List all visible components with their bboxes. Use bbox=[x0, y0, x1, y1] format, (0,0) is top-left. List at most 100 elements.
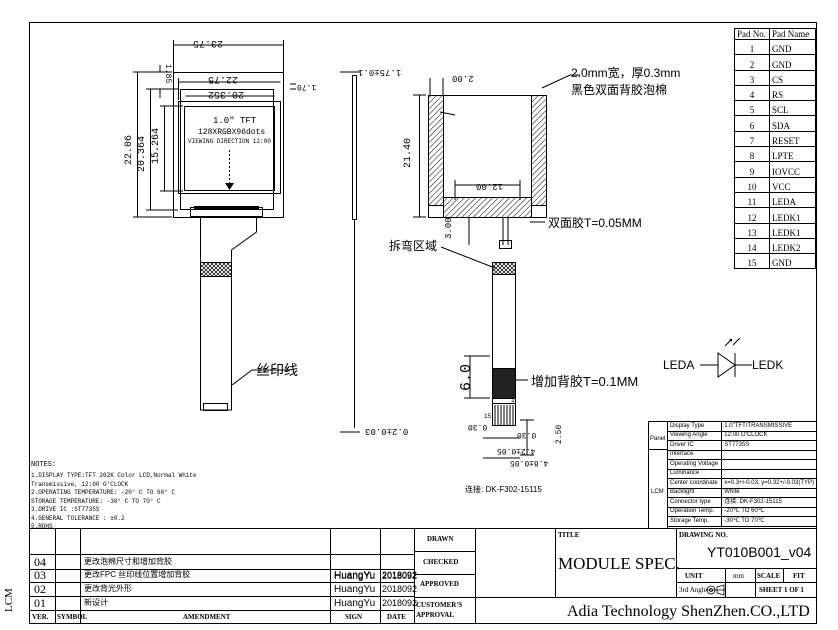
pad-no-header: Pad No. bbox=[734, 28, 770, 40]
spec-value bbox=[721, 459, 817, 470]
revision-desc: 新设计 bbox=[84, 598, 108, 607]
dim-inner-width: 12.00 bbox=[476, 181, 504, 191]
spec-row: Storage Temp.-30℃ TO 70℃ bbox=[666, 516, 817, 527]
foam-right bbox=[531, 95, 547, 206]
scale-label: SCALE bbox=[757, 572, 781, 580]
spec-value: -20℃ TO 60℃ bbox=[721, 506, 817, 517]
dim-pin-width: 0.30 bbox=[517, 430, 537, 439]
spec-value bbox=[721, 468, 817, 479]
gold-fingers bbox=[492, 403, 516, 426]
extra-date: 2018092 bbox=[382, 571, 418, 581]
revision-desc: 更改FPC 丝印线位置增加背胶 bbox=[84, 570, 191, 579]
unit-label: UNIT bbox=[685, 572, 703, 580]
spec-value: -30℃ TO 70℃ bbox=[721, 516, 817, 527]
drawing-no-label: DRAWING NO. bbox=[679, 531, 728, 539]
pad-name: RS bbox=[769, 84, 816, 102]
pad-no: 12 bbox=[734, 207, 770, 224]
pad-name-header: Pad Name bbox=[769, 28, 816, 40]
revision-ver: 04 bbox=[34, 555, 46, 569]
extra-sign: HuangYu bbox=[334, 571, 376, 582]
title-label: TITLE bbox=[558, 531, 580, 539]
dim-top-gap: 2.00 bbox=[452, 73, 474, 83]
spec-key: Interface bbox=[666, 449, 723, 460]
spec-key: Backlight bbox=[666, 487, 723, 498]
pad-table-header: Pad No. Pad Name bbox=[734, 28, 816, 40]
pad-no: 3 bbox=[734, 69, 770, 86]
foam-note-line2: 黑色双面背胶泡棉 bbox=[571, 83, 668, 97]
company-name: Adia Technology ShenZhen.CO.,LTD bbox=[567, 603, 810, 620]
foam-left bbox=[428, 95, 444, 206]
header-date: DATE bbox=[387, 613, 406, 621]
revision-ver: 02 bbox=[34, 582, 46, 596]
dim-top-offset: 1.85 bbox=[163, 64, 172, 84]
spec-row: Interface bbox=[666, 449, 817, 460]
silk-label: 丝印线 bbox=[256, 362, 298, 378]
pad-no: 15 bbox=[734, 253, 770, 270]
scale-value: FIT bbox=[793, 572, 805, 580]
approved-label: APPROVED bbox=[420, 580, 459, 588]
pad-name: CS bbox=[769, 69, 816, 86]
header-sign: SIGN bbox=[345, 613, 363, 621]
revision-sign: HuangYu bbox=[334, 598, 376, 609]
drawing-border bbox=[29, 22, 817, 624]
note-line: Transmissive, 12:00 O'CLOCK bbox=[31, 480, 129, 488]
pad-no: 9 bbox=[734, 161, 770, 178]
pad-name: RESET bbox=[769, 130, 816, 148]
bend-note: 拆弯区域 bbox=[389, 239, 438, 253]
spec-row: Luminance bbox=[666, 468, 817, 479]
dim-aa-height: 15.264 bbox=[151, 127, 162, 164]
spec-key: Display Type bbox=[666, 421, 723, 432]
pad-no: 2 bbox=[734, 54, 770, 71]
pad-name: LEDA bbox=[769, 191, 816, 209]
pad-no: 11 bbox=[734, 191, 770, 209]
pad-name: LEDK1 bbox=[769, 222, 816, 239]
spec-value: 12:00 O'CLOCK bbox=[721, 430, 817, 441]
title-text: MODULE SPEC. bbox=[558, 554, 680, 573]
pad-no: 6 bbox=[734, 115, 770, 132]
stiffener-area bbox=[492, 368, 516, 399]
bend-hatch bbox=[200, 262, 232, 277]
revision-ver: 01 bbox=[34, 596, 46, 610]
dim-connector-width: 4.2±0.05 bbox=[497, 446, 536, 455]
revision-ver: 03 bbox=[34, 568, 46, 582]
notes-title: NOTES: bbox=[31, 461, 57, 469]
bend-hatch-back bbox=[492, 262, 516, 275]
led-anode-label: LEDA bbox=[663, 358, 695, 372]
pad-name: LEDK2 bbox=[769, 237, 816, 255]
pad-name: GND bbox=[769, 54, 816, 71]
pad-no: 5 bbox=[734, 100, 770, 117]
stiffener-note: 增加背胶T=0.1MM bbox=[531, 374, 639, 389]
pad-no: 1 bbox=[734, 38, 770, 56]
spec-key: Connector type bbox=[666, 497, 723, 508]
spec-key: Operating Voltage bbox=[666, 459, 723, 470]
spec-value bbox=[721, 449, 817, 460]
spec-key: Center coordinate bbox=[666, 478, 723, 489]
spec-key: Operation Temp. bbox=[666, 506, 723, 517]
revision-sign: HuangYu bbox=[334, 584, 376, 595]
led-cathode-label: LEDK bbox=[752, 358, 784, 372]
spec-value: x=0.3+/-0.03, y=0.32+/-0.03(TYP) bbox=[721, 478, 817, 489]
dim-bottom: 0.2±0.03 bbox=[365, 426, 409, 436]
spec-group-panel: Panel bbox=[650, 436, 666, 442]
customer-approval-1: CUSTOMER'S bbox=[416, 601, 463, 609]
revision-date: 2018092 bbox=[382, 570, 418, 580]
revision-desc: 更改泡棉尺寸和增加背胶 bbox=[84, 557, 172, 566]
pad-no: 10 bbox=[734, 176, 770, 193]
projection-icon bbox=[706, 584, 725, 596]
pin-first: 1 bbox=[511, 397, 515, 404]
pad-name: LEDK1 bbox=[769, 207, 816, 224]
pad-no: 7 bbox=[734, 130, 770, 148]
note-line: 1.DISPLAY TYPE:TFT 262K Color LCD,Normal… bbox=[31, 472, 197, 479]
led-diagram bbox=[700, 337, 752, 378]
